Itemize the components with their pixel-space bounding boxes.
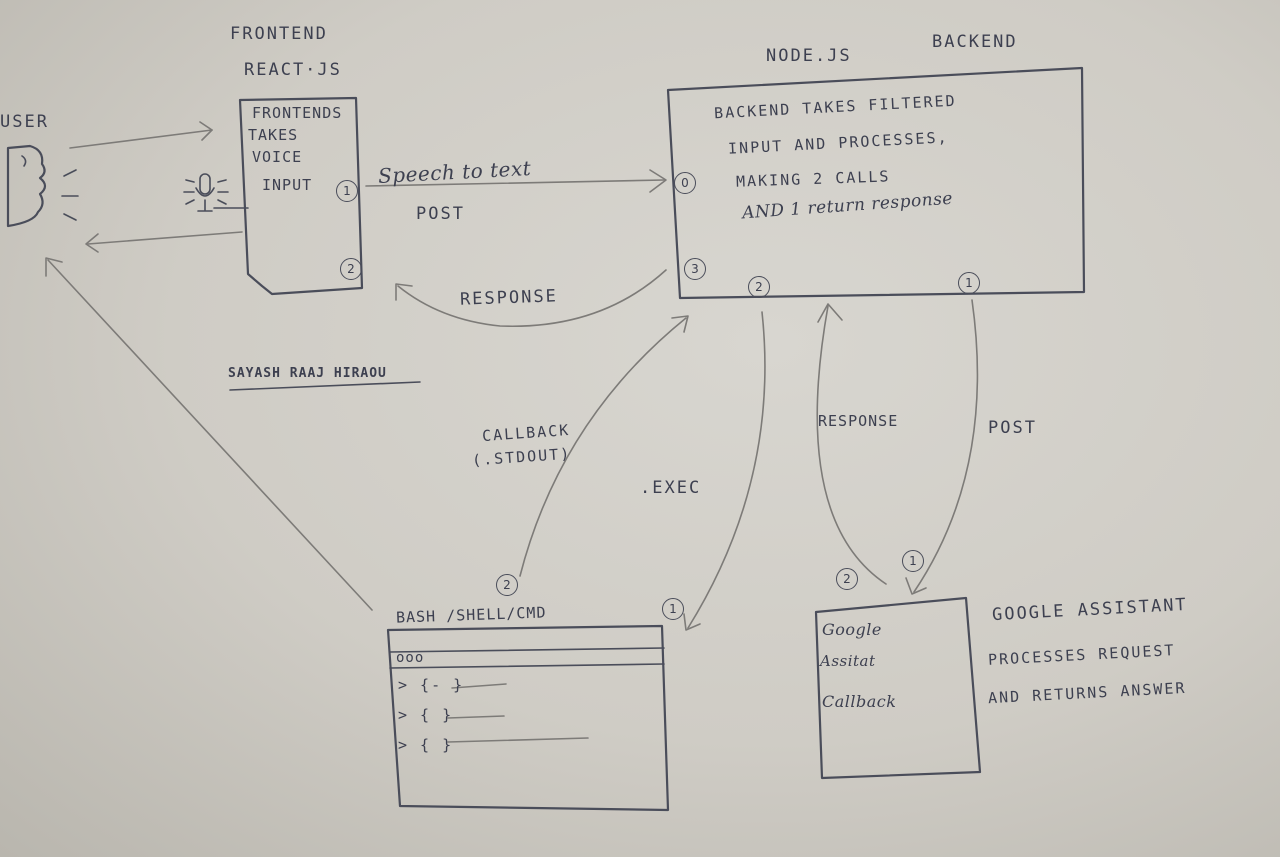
step-number: 2 [496,574,518,596]
response-google-label: RESPONSE [818,412,899,430]
step-number: 2 [836,568,858,590]
arrow-user-to-frontend [69,129,213,149]
backend-heading: BACKEND [932,32,1018,52]
step-number: 2 [748,276,770,298]
arrow-response-google [816,305,887,585]
frontend-box [238,96,364,296]
step-number: 1 [902,550,924,572]
arrow-bash-to-user [47,259,373,611]
step-number: 2 [340,258,362,280]
backend-heading-node: NODE.JS [766,46,852,66]
arrow-callback [519,317,687,577]
arrow-exec [687,311,766,629]
step-number: 0 [674,172,696,194]
frontend-subheading: REACT·JS [244,60,342,80]
post-google-label: POST [988,418,1037,438]
step-number: 3 [684,258,706,280]
exec-label: .EXEC [640,478,702,498]
google-box-line: Callback [822,692,897,711]
microphone-icon [183,173,249,212]
arrow-response-frontend [397,269,667,328]
frontend-heading: FRONTEND [230,24,328,44]
response-label: RESPONSE [459,286,559,310]
bash-line: > { } [398,706,454,724]
frontend-box-line: INPUT [262,176,313,194]
backend-box [666,66,1086,300]
author-name: SAYASH RAAJ HIRAOU [228,366,387,381]
bash-line: > {- } [398,676,465,694]
arrow-speech-to-text [365,179,665,187]
google-box-line: Assitat [820,652,876,670]
step-number: 1 [336,180,358,202]
arrow-frontend-to-user [87,231,243,245]
user-label: USER [0,112,49,132]
bash-window [386,624,670,812]
google-box-line: Google [822,620,882,639]
step-number: 1 [662,598,684,620]
arrow-post-google [913,299,979,593]
post-label: POST [416,204,465,224]
bash-window-dots: ooo [396,650,425,666]
bash-line: > { } [398,736,454,754]
step-number: 1 [958,272,980,294]
frontend-box-line: VOICE [252,148,303,166]
frontend-box-line: FRONTENDS [252,104,343,122]
user-figure [6,144,47,228]
google-box [814,596,982,780]
frontend-box-line: TAKES [248,126,299,144]
